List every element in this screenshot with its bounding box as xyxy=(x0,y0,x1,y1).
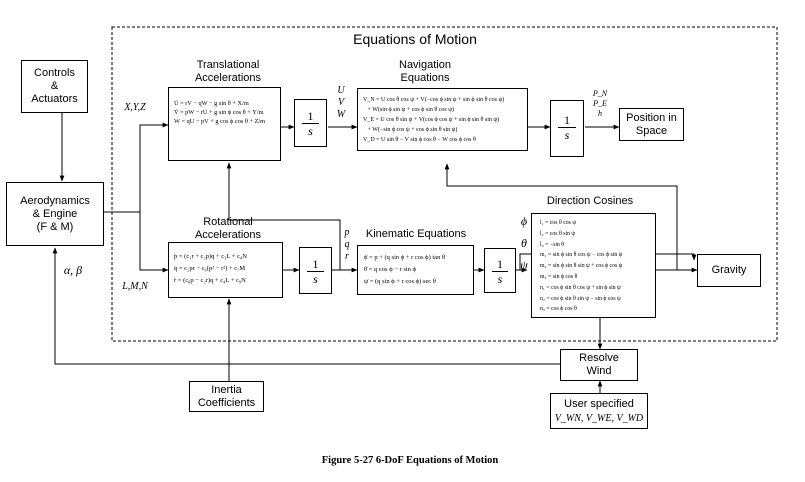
arrow-lmn xyxy=(104,211,169,273)
integrator-2-den: s xyxy=(564,128,570,142)
equations-of-motion-frame xyxy=(111,26,778,342)
integrator-2-num: 1 xyxy=(558,113,576,128)
user-wind-components-label: V_WN, V_WE, V_WD xyxy=(554,413,644,424)
integrator-2-block: 1 s xyxy=(550,100,584,157)
rotational-accelerations-label: Rotational Accelerations xyxy=(194,216,262,241)
integrator-1-block: 1 s xyxy=(294,99,327,147)
integrator-2-fraction: 1 s xyxy=(551,113,583,142)
integrator-3-num: 1 xyxy=(307,257,324,272)
aerodynamics-engine-label: Aerodynamics & Engine (F & M) xyxy=(20,194,90,233)
navigation-equations-block: V_N = U cos θ cos ψ + V(−cos ϕ sin ψ + s… xyxy=(357,88,528,151)
resolve-wind-label: Resolve Wind xyxy=(579,352,619,377)
rotational-equations-block: ṗ = (c₁r + c₂p)q + c₃L + c₄N q̇ = c₅pr −… xyxy=(168,242,283,298)
navigation-equations: V_N = U cos θ cos ψ + V(−cos ϕ sin ψ + s… xyxy=(363,97,505,143)
navigation-equations-label: Navigation Equations xyxy=(399,59,451,84)
inertia-coefficients-label: Inertia Coefficients xyxy=(197,383,256,409)
arrow-gravity-feedback xyxy=(444,163,678,270)
direction-cosines-label: Direction Cosines xyxy=(546,195,634,207)
euler-angles-signal-label: ϕ θ ψ xyxy=(520,214,528,272)
arrow-xyz xyxy=(104,122,169,213)
lmn-signal-label: L,M,N xyxy=(122,281,148,292)
translational-equations-block: U̇ = rV − qW − g sin θ + X/m V̇ = pW − r… xyxy=(168,87,281,161)
integrator-4-fraction: 1 s xyxy=(485,257,515,286)
arrow-alpha-beta xyxy=(52,247,560,365)
controls-actuators-label: Controls & Actuators xyxy=(31,67,78,105)
gravity-block: Gravity xyxy=(697,254,761,287)
direction-cosines-equations: l₁ = cos θ cos ψ l₂ = cos θ sin ψ l₃ = −… xyxy=(540,220,623,313)
kinematic-equations: ϕ̇ = p + (q sin ϕ + r cos ϕ) tan θ θ̇ = … xyxy=(364,254,446,285)
user-specified-block: User specified V_WN, V_WE, V_WD xyxy=(550,393,648,429)
integrator-3-fraction: 1 s xyxy=(300,257,331,286)
position-in-space-block: Position in Space xyxy=(619,108,684,141)
integrator-1-num: 1 xyxy=(302,109,319,124)
translational-accelerations-label: Translational Accelerations xyxy=(194,59,262,84)
integrator-3-den: s xyxy=(313,272,318,286)
integrator-4-num: 1 xyxy=(492,257,508,272)
alpha-beta-signal-label: α, β xyxy=(63,263,83,277)
direction-cosines-block: l₁ = cos θ cos ψ l₂ = cos θ sin ψ l₃ = −… xyxy=(531,213,656,318)
diagram-title: Equations of Motion xyxy=(353,31,477,47)
aerodynamics-engine-block: Aerodynamics & Engine (F & M) xyxy=(6,182,104,246)
position-in-space-label: Position in Space xyxy=(626,111,677,137)
kinematic-equations-label: Kinematic Equations xyxy=(365,228,467,240)
controls-actuators-block: Controls & Actuators xyxy=(21,60,88,113)
xyz-signal-label: X,Y,Z xyxy=(124,102,146,113)
integrator-1-den: s xyxy=(308,124,313,138)
figure-caption: Figure 5-27 6-DoF Equations of Motion xyxy=(321,455,499,466)
pqr-signal-label: p q r xyxy=(344,227,350,262)
integrator-3-block: 1 s xyxy=(299,247,332,294)
gravity-label: Gravity xyxy=(711,264,747,276)
pn-pe-h-signal-label: P_N P_E h xyxy=(592,89,608,118)
inertia-coefficients-block: Inertia Coefficients xyxy=(189,381,264,412)
translational-equations: U̇ = rV − qW − g sin θ + X/m V̇ = pW − r… xyxy=(174,100,266,125)
rotational-equations: ṗ = (c₁r + c₂p)q + c₃L + c₄N q̇ = c₅pr −… xyxy=(174,253,247,284)
uvw-signal-label: U V W xyxy=(336,85,346,120)
integrator-4-block: 1 s xyxy=(484,248,516,293)
resolve-wind-block: Resolve Wind xyxy=(560,349,638,381)
integrator-4-den: s xyxy=(497,272,503,286)
integrator-1-fraction: 1 s xyxy=(295,109,326,138)
arrow-pqr-feedback xyxy=(226,162,341,270)
kinematic-equations-block: ϕ̇ = p + (q sin ϕ + r cos ϕ) tan θ θ̇ = … xyxy=(357,245,474,295)
user-specified-label: User specified xyxy=(564,398,634,410)
